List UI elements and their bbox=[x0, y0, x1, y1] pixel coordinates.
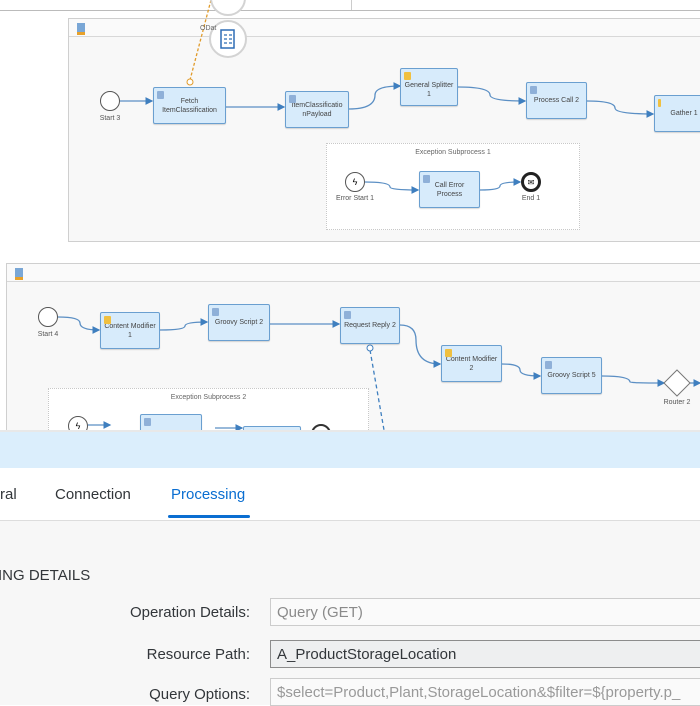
general-splitter[interactable]: General Splitter 1 bbox=[400, 68, 458, 106]
start-event[interactable] bbox=[100, 91, 120, 111]
query-options-input[interactable]: $select=Product,Plant,StorageLocation&$f… bbox=[270, 678, 700, 706]
call-error-process[interactable]: Call Error Process bbox=[419, 171, 480, 208]
router-label: Router 2 bbox=[663, 399, 691, 406]
end-label: End 1 bbox=[521, 195, 541, 202]
gather[interactable]: Gather 1 bbox=[654, 95, 700, 132]
groovy-script-2[interactable]: Groovy Script 2 bbox=[208, 304, 270, 341]
top-divider bbox=[0, 10, 700, 11]
content-modifier-2[interactable]: Content Modifier 2 bbox=[441, 345, 502, 382]
flow-arrow bbox=[159, 318, 209, 331]
payload-script[interactable]: ItemClassificatio nPayload bbox=[285, 91, 349, 128]
content-modifier-1[interactable]: Content Modifier 1 bbox=[100, 312, 160, 349]
odata-receiver-label: ODat bbox=[200, 25, 217, 32]
flow-arrow bbox=[399, 324, 442, 368]
connectors bbox=[57, 0, 700, 430]
flow-arrow bbox=[501, 363, 542, 380]
tab-connection[interactable]: Connection bbox=[55, 486, 131, 503]
flow-arrow bbox=[601, 375, 666, 387]
query-options-label: Query Options: bbox=[149, 686, 250, 703]
exception-subprocess-title: Exception Subprocess 1 bbox=[415, 149, 491, 156]
end-event[interactable]: ✉ bbox=[521, 172, 541, 192]
top-vertical-divider bbox=[351, 0, 352, 10]
pool-header bbox=[7, 264, 700, 282]
router-diamond bbox=[663, 369, 691, 397]
exception-subprocess-title: Exception Subprocess 2 bbox=[170, 394, 247, 401]
process-call[interactable]: Process Call 2 bbox=[526, 82, 587, 119]
start-label: Start 4 bbox=[37, 331, 59, 338]
fetch-request-reply[interactable]: Fetch ItemClassification bbox=[153, 87, 226, 124]
flow-arrow bbox=[364, 181, 420, 194]
flow-arrow bbox=[479, 178, 522, 191]
section-title: ING DETAILS bbox=[0, 567, 91, 584]
operation-details-label: Operation Details: bbox=[129, 604, 250, 621]
error-start-event[interactable]: ϟ bbox=[345, 172, 365, 192]
envelope-icon: ✉ bbox=[527, 177, 535, 187]
error-start-label: Error Start 1 bbox=[335, 195, 375, 202]
flow-arrow bbox=[586, 100, 655, 118]
groovy-script-5[interactable]: Groovy Script 5 bbox=[541, 357, 602, 394]
process-icon bbox=[77, 23, 85, 35]
flow-arrow bbox=[457, 86, 527, 105]
adapter-circle bbox=[210, 0, 246, 16]
tab-general[interactable]: ral bbox=[0, 486, 17, 503]
active-tab-indicator bbox=[168, 515, 250, 518]
message-flow-dashed bbox=[189, 0, 212, 81]
resource-path-input[interactable]: A_ProductStorageLocation bbox=[270, 640, 700, 668]
tab-processing[interactable]: Processing bbox=[171, 486, 246, 503]
flow-arrow bbox=[57, 316, 101, 334]
start-event[interactable] bbox=[38, 307, 58, 327]
lightning-icon: ϟ bbox=[75, 421, 81, 431]
resource-path-label: Resource Path: bbox=[146, 646, 250, 663]
properties-panel-header bbox=[0, 430, 700, 470]
operation-details-field[interactable]: Query (GET) bbox=[270, 598, 700, 626]
lightning-icon: ϟ bbox=[352, 177, 358, 187]
processing-form: ING DETAILS Operation Details: Query (GE… bbox=[0, 521, 700, 706]
request-reply-2[interactable]: Request Reply 2 bbox=[340, 307, 400, 344]
flow-arrow bbox=[348, 82, 402, 110]
properties-tabs: ral Connection Processing bbox=[0, 468, 700, 521]
start-label: Start 3 bbox=[99, 115, 121, 122]
message-flow-dashed bbox=[369, 349, 385, 430]
process-icon bbox=[15, 268, 23, 280]
